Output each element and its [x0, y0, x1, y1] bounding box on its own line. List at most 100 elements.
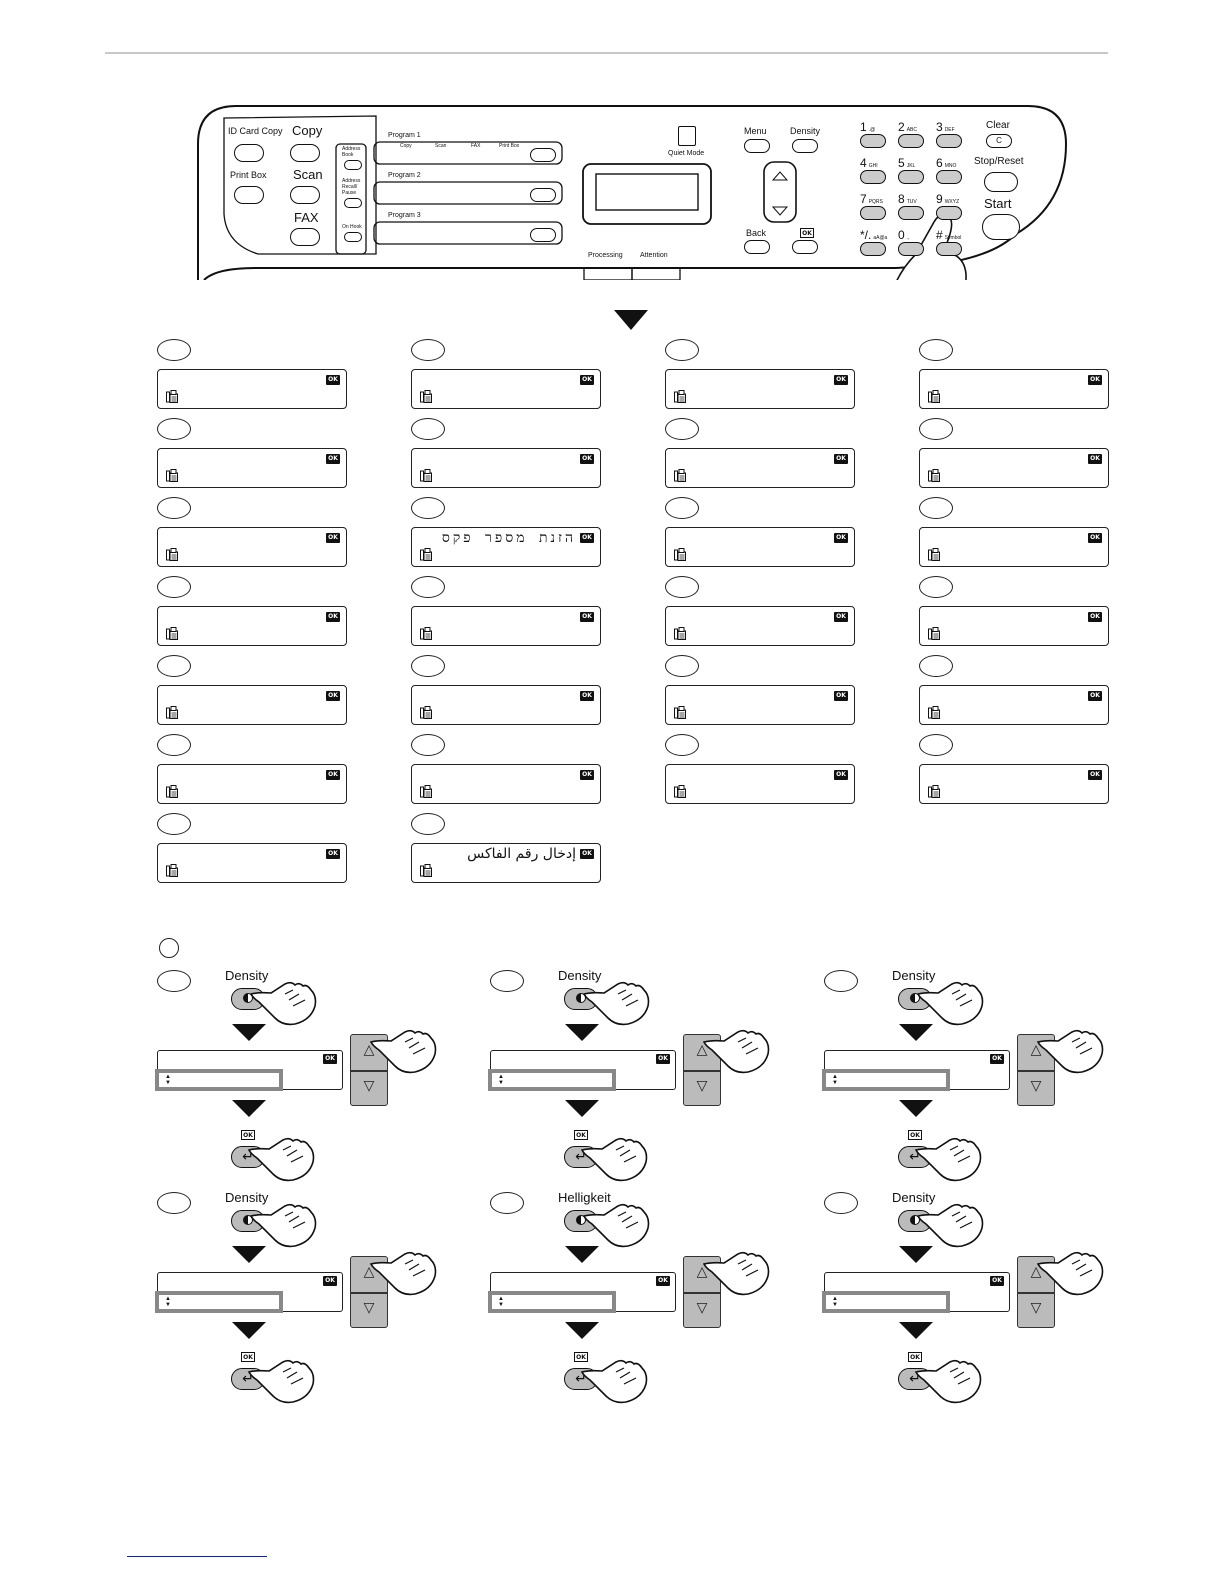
selection-field: ▲▼: [155, 1291, 283, 1313]
down-triangle-icon: [614, 310, 648, 330]
up-arrow-icon[interactable]: △: [1030, 1263, 1042, 1279]
scan-button[interactable]: [290, 186, 320, 204]
step-marker: [157, 497, 191, 519]
divider: [351, 1070, 387, 1072]
keypad-key[interactable]: [898, 134, 924, 148]
density-key[interactable]: [792, 139, 818, 153]
step-marker: [411, 497, 445, 519]
keypad-key[interactable]: [860, 242, 886, 256]
lcd-display: OK: [157, 606, 347, 646]
copy-button[interactable]: [290, 144, 320, 162]
keypad-key[interactable]: [936, 242, 962, 256]
program-3-button[interactable]: [530, 228, 556, 242]
program-2-button[interactable]: [530, 188, 556, 202]
address-book-label: Address Book: [342, 146, 361, 158]
on-hook-button[interactable]: [344, 232, 362, 242]
fax-icon: [420, 864, 432, 877]
fax-icon: [420, 390, 432, 403]
copy-label: Copy: [292, 123, 323, 138]
ok-badge: OK: [656, 1276, 670, 1286]
density-lcd: OK▲▼: [488, 1050, 676, 1091]
key-digit: 8: [898, 192, 905, 206]
lcd-display: OK: [919, 685, 1109, 725]
address-recall-button[interactable]: [344, 198, 362, 208]
key-digit: 7: [860, 192, 867, 206]
up-down-buttons[interactable]: △▽: [350, 1256, 388, 1328]
keypad-key[interactable]: [898, 170, 924, 184]
fax-icon: [928, 548, 940, 561]
processing-label: Processing: [588, 252, 623, 259]
ok-badge: OK: [656, 1054, 670, 1064]
step-marker: [157, 339, 191, 361]
keypad-key[interactable]: [898, 242, 924, 256]
stop-reset-button[interactable]: [984, 172, 1018, 192]
up-arrow-icon[interactable]: △: [696, 1263, 708, 1279]
contrast-icon: [910, 1215, 920, 1225]
attention-label: Attention: [640, 252, 668, 259]
step-marker: [919, 418, 953, 440]
id-card-copy-button[interactable]: [234, 144, 264, 162]
program-slot-copy: Copy: [400, 143, 412, 149]
up-down-buttons[interactable]: △▽: [350, 1034, 388, 1106]
ok-badge: OK: [1088, 691, 1102, 701]
up-arrow-icon[interactable]: △: [1030, 1041, 1042, 1057]
ok-badge: OK: [834, 375, 848, 385]
step-marker: [665, 576, 699, 598]
print-box-button[interactable]: [234, 186, 264, 204]
ok-button[interactable]: [792, 240, 818, 254]
up-arrow-icon[interactable]: △: [363, 1263, 375, 1279]
step-marker: [665, 339, 699, 361]
fax-icon: [928, 390, 940, 403]
down-arrow-icon[interactable]: ▽: [696, 1077, 708, 1093]
contrast-icon: [576, 1215, 586, 1225]
ok-badge: OK: [1088, 770, 1102, 780]
lcd-display: OK: [665, 448, 855, 488]
pointing-hand-icon: [580, 1136, 650, 1182]
back-button[interactable]: [744, 240, 770, 254]
keypad-key[interactable]: [936, 170, 962, 184]
down-triangle-icon: [232, 1100, 266, 1117]
keypad-key[interactable]: [936, 206, 962, 220]
down-arrow-icon[interactable]: ▽: [363, 1299, 375, 1315]
lcd-display: OK: [919, 764, 1109, 804]
quiet-mode-button[interactable]: [678, 126, 696, 146]
address-book-button[interactable]: [344, 160, 362, 170]
up-arrow-icon[interactable]: △: [696, 1041, 708, 1057]
ok-badge: OK: [323, 1276, 337, 1286]
keypad-key[interactable]: [898, 206, 924, 220]
quiet-mode-label: Quiet Mode: [668, 150, 705, 157]
fax-button[interactable]: [290, 228, 320, 246]
keypad-key[interactable]: [936, 134, 962, 148]
key-letters: PQRS: [868, 199, 883, 205]
density-lcd: OK▲▼: [155, 1050, 343, 1091]
down-triangle-icon: [899, 1024, 933, 1041]
keypad-key[interactable]: [860, 170, 886, 184]
pointing-hand-icon: [914, 1136, 984, 1182]
keypad-key[interactable]: [860, 134, 886, 148]
down-triangle-icon: [232, 1024, 266, 1041]
pointing-hand-icon: [247, 1358, 317, 1404]
down-arrow-icon[interactable]: ▽: [1030, 1299, 1042, 1315]
menu-button[interactable]: [744, 139, 770, 153]
fax-icon: [420, 785, 432, 798]
down-arrow-icon[interactable]: ▽: [363, 1077, 375, 1093]
key-digit-label: 1.@: [860, 120, 875, 134]
clear-button[interactable]: C: [986, 134, 1012, 148]
pointing-hand-icon: [1036, 1250, 1106, 1296]
down-arrow-icon[interactable]: ▽: [1030, 1077, 1042, 1093]
down-arrow-icon[interactable]: ▽: [696, 1299, 708, 1315]
up-arrow-icon[interactable]: △: [363, 1041, 375, 1057]
print-box-label: Print Box: [230, 170, 267, 180]
selection-field: ▲▼: [488, 1291, 616, 1313]
keypad-key[interactable]: [860, 206, 886, 220]
start-button[interactable]: [982, 214, 1020, 240]
pointing-hand-icon: [580, 1358, 650, 1404]
fax-icon: [674, 390, 686, 403]
fax-icon: [166, 390, 178, 403]
step-marker: [157, 576, 191, 598]
contrast-icon: [243, 1215, 253, 1225]
on-hook-label: On Hook: [342, 224, 362, 230]
program-1-button[interactable]: [530, 148, 556, 162]
enter-arrow-icon: ↵: [575, 1370, 587, 1386]
